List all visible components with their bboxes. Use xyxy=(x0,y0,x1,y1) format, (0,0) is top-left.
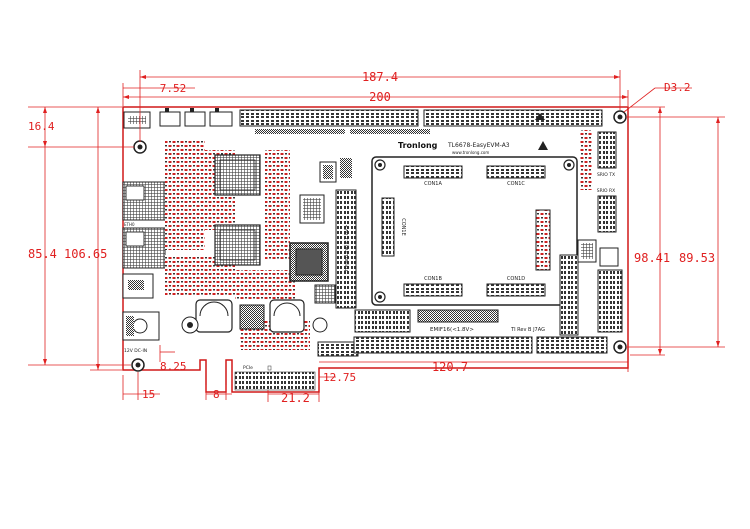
dim-bottom-pcie-width: 21.2 xyxy=(281,391,310,405)
mounting-hole-top-right xyxy=(613,110,627,124)
dim-left-height-outer: 106.65 xyxy=(64,247,107,261)
con1c-label: CON1C xyxy=(507,181,525,187)
dim-top-total: 187.4 xyxy=(362,70,398,84)
srio-connectors: SRIO TX SRIO RX xyxy=(597,131,617,233)
dim-right-height-outer: 98.41 xyxy=(634,251,670,265)
top-header-left xyxy=(239,109,419,127)
memory-chip-lower xyxy=(214,224,261,266)
usb-connector xyxy=(122,273,154,299)
ethernet-port-2 xyxy=(122,227,166,269)
pcie-edge-fingers xyxy=(234,365,316,391)
small-ic-group xyxy=(299,158,352,224)
emif-label: EMIF16(<1.8V> xyxy=(430,327,474,333)
power-label: 12V DC-IN xyxy=(124,348,147,354)
connector-con1b: CON1B xyxy=(403,276,463,297)
dip-switches xyxy=(354,309,411,333)
hyperlink-label: HyperLink(<1.8V> xyxy=(344,225,350,272)
revision-label: TI Rev B J7AG xyxy=(510,327,545,333)
pcie-label: PCIe xyxy=(243,365,253,371)
dim-bottom-connector-width: 120.7 xyxy=(432,360,468,374)
con1b-label: CON1B xyxy=(424,276,442,282)
connector-con1a: CON1A xyxy=(403,165,463,187)
top-header-right xyxy=(423,109,603,127)
dim-right-height-inner: 89.53 xyxy=(679,251,715,265)
con1e-label: CON1E xyxy=(400,218,406,236)
power-jack xyxy=(122,311,160,341)
model-label: TL6678-EasyEVM-A3 xyxy=(447,142,510,149)
memory-chip-upper xyxy=(214,154,261,196)
srio-rx-label: SRIO RX xyxy=(597,188,616,194)
dimension-arrows xyxy=(43,75,720,370)
connector-con1c: CON1C xyxy=(486,165,546,187)
dim-hole-diameter: D3.2 xyxy=(664,81,691,94)
processor-chip xyxy=(289,242,329,282)
ti-logo-icon xyxy=(538,141,548,150)
power-inductors xyxy=(181,284,336,334)
mounting-hole-top-left xyxy=(133,140,147,154)
bottom-header-right xyxy=(536,336,608,354)
website-label: www.tronlong.com xyxy=(452,150,489,155)
connector-con1e: CON1E xyxy=(381,197,406,257)
dim-bottom-slot: 8 xyxy=(213,388,220,401)
dim-left-top-offset: 16.4 xyxy=(28,120,55,133)
ethernet-port-1 xyxy=(122,181,166,221)
bottom-mid-header xyxy=(317,341,359,357)
dim-bottom-hole-offset: 8.25 xyxy=(160,360,187,373)
som-module xyxy=(371,156,578,306)
brand-label: Tronlong xyxy=(398,141,438,150)
dimension-lines xyxy=(28,70,725,402)
con1a-label: CON1A xyxy=(424,181,442,187)
dim-left-height-inner: 85.4 xyxy=(28,247,57,261)
srio-tx-label: SRIO TX xyxy=(597,172,615,178)
eth-label: ETH0 xyxy=(124,222,135,227)
dim-overall-width: 200 xyxy=(369,90,391,104)
bottom-header-left xyxy=(353,336,533,354)
dim-bottom-hole-x: 15 xyxy=(142,388,155,401)
mounting-hole-bottom-right xyxy=(613,340,627,354)
right-vertical-header xyxy=(535,209,623,336)
connector-con1d: CON1D xyxy=(486,276,546,297)
con1d-label: CON1D xyxy=(507,276,525,282)
emif-connector: EMIF16(<1.8V> xyxy=(417,309,499,333)
dim-top-left-offset: 7.52 xyxy=(160,82,187,95)
dim-bottom-notch-gap: 12.75 xyxy=(323,371,356,384)
left-top-switches xyxy=(123,108,233,129)
hyperlink-connector: HyperLink(<1.8V> xyxy=(335,189,357,309)
mounting-hole-bottom-left xyxy=(131,358,145,372)
